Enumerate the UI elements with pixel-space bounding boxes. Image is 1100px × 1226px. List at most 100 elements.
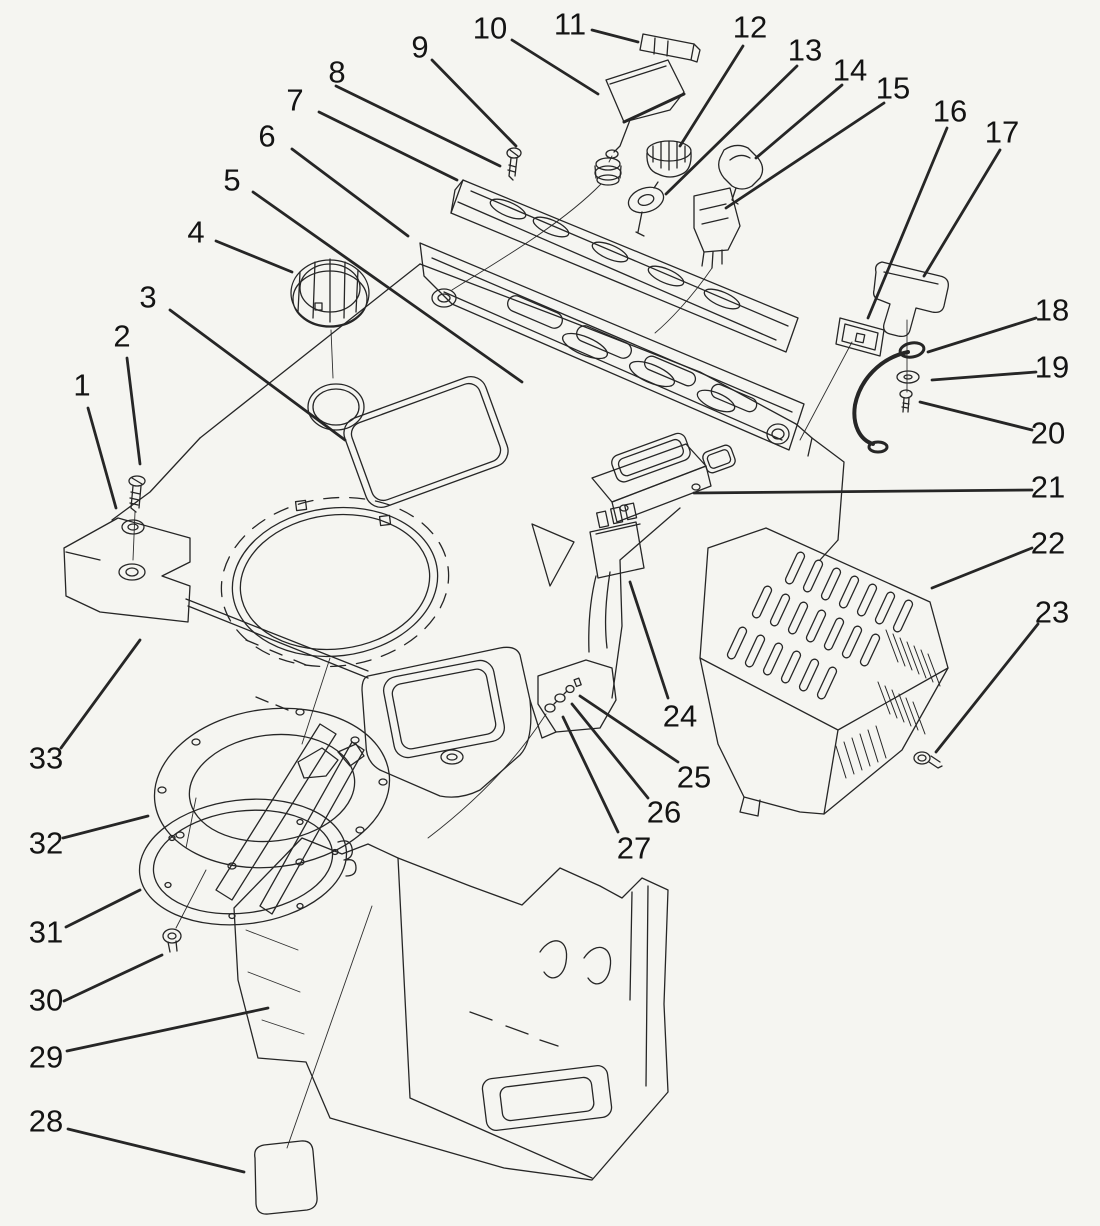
clip-11: [639, 33, 701, 63]
leader-line-28: [66, 1127, 246, 1174]
leader-line-26: [570, 702, 650, 800]
ignition-module-10: [605, 59, 686, 159]
part-number-11: 11: [554, 7, 586, 42]
part-number-8: 8: [328, 55, 345, 90]
leader-line-5: [251, 190, 524, 384]
leader-line-30: [62, 953, 164, 1003]
part-number-33: 33: [29, 741, 63, 776]
part-number-19: 19: [1035, 350, 1069, 385]
part-number-32: 32: [29, 826, 63, 861]
part-number-30: 30: [29, 983, 63, 1018]
part-number-6: 6: [258, 119, 275, 154]
part-number-24: 24: [663, 699, 697, 734]
lower-housing: [233, 837, 669, 1181]
leader-line-32: [61, 814, 150, 840]
leader-lines: [59, 28, 1040, 1174]
part-number-20: 20: [1031, 416, 1065, 451]
leader-line-2: [125, 356, 142, 466]
part-number-1: 1: [73, 368, 90, 403]
leader-line-3: [168, 308, 347, 442]
dash-panel-upper: [450, 179, 799, 353]
leader-line-14: [754, 83, 844, 160]
fuel-filler-neck: [307, 383, 365, 431]
assembly-alignment-lines: [132, 155, 908, 1149]
fuel-cap: [290, 258, 370, 328]
wire-connector: [588, 502, 645, 653]
foot-pad-28: [254, 1140, 318, 1215]
leader-line-7: [317, 110, 459, 182]
leader-line-22: [930, 546, 1034, 590]
leader-line-1: [86, 406, 118, 510]
leader-line-20: [918, 400, 1034, 432]
leader-line-19: [930, 370, 1038, 382]
shroud-side-vents: [835, 629, 941, 779]
ground-wire: [852, 350, 910, 454]
leader-line-4: [214, 239, 294, 274]
leader-line-27: [561, 715, 620, 834]
leader-line-16: [866, 126, 949, 320]
ring-gasket-31: [138, 798, 357, 926]
cable-bushing-9: [594, 157, 622, 186]
leader-line-31: [64, 888, 142, 929]
part-number-12: 12: [733, 10, 767, 45]
chute-brace-bars: [215, 723, 365, 915]
part-number-10: 10: [473, 11, 507, 46]
console-hinge-boss: [766, 423, 790, 445]
part-number-25: 25: [677, 760, 711, 795]
washer-1: [121, 519, 145, 535]
impeller-opening: [220, 496, 450, 668]
screw-30: [162, 928, 182, 953]
part-number-2: 2: [113, 319, 130, 354]
part-number-27: 27: [617, 831, 651, 866]
screw-20: [899, 389, 913, 413]
leader-line-15: [724, 101, 886, 210]
leader-line-12: [678, 44, 745, 148]
part-number-16: 16: [933, 94, 967, 129]
leader-line-33: [59, 638, 142, 750]
screw-2: [128, 475, 146, 513]
leader-line-18: [926, 316, 1038, 354]
part-number-18: 18: [1035, 293, 1069, 328]
screw-23: [913, 751, 943, 769]
part-number-23: 23: [1035, 595, 1069, 630]
part-number-3: 3: [139, 280, 156, 315]
leader-line-11: [590, 28, 640, 44]
leader-line-29: [65, 1006, 270, 1053]
leader-line-13: [664, 64, 799, 196]
leader-line-23: [934, 622, 1040, 754]
part-number-7: 7: [286, 83, 303, 118]
knob-cap-12: [646, 140, 692, 178]
part-number-13: 13: [788, 33, 822, 68]
part-number-29: 29: [29, 1040, 63, 1075]
leader-line-17: [922, 148, 1002, 278]
switch-15: [693, 187, 741, 269]
part-number-22: 22: [1031, 526, 1065, 561]
o-ring-18: [898, 341, 926, 359]
part-number-14: 14: [833, 53, 867, 88]
console-panel: [111, 263, 845, 739]
mount-bracket-left: [63, 517, 191, 623]
part-number-21: 21: [1031, 470, 1065, 505]
ring-plate-32: [153, 707, 391, 870]
leader-line-9: [430, 58, 518, 148]
console-apron: [361, 646, 532, 798]
t-knob-17: [872, 261, 949, 338]
choke-knob-13: [627, 181, 665, 237]
part-number-5: 5: [223, 163, 240, 198]
screw-8: [506, 147, 522, 181]
leader-line-10: [510, 38, 600, 96]
part-number-31: 31: [29, 915, 63, 950]
part-number-15: 15: [876, 71, 910, 106]
leader-line-25: [578, 694, 680, 764]
part-number-4: 4: [187, 215, 204, 250]
leader-line-24: [628, 580, 670, 700]
dash-opening: [343, 376, 509, 508]
dash-panel-lower: [419, 242, 805, 451]
part-number-28: 28: [29, 1104, 63, 1139]
washer-19: [896, 370, 920, 384]
switch-16: [835, 317, 885, 357]
relay-bracket: [591, 432, 712, 523]
part-number-26: 26: [647, 795, 681, 830]
